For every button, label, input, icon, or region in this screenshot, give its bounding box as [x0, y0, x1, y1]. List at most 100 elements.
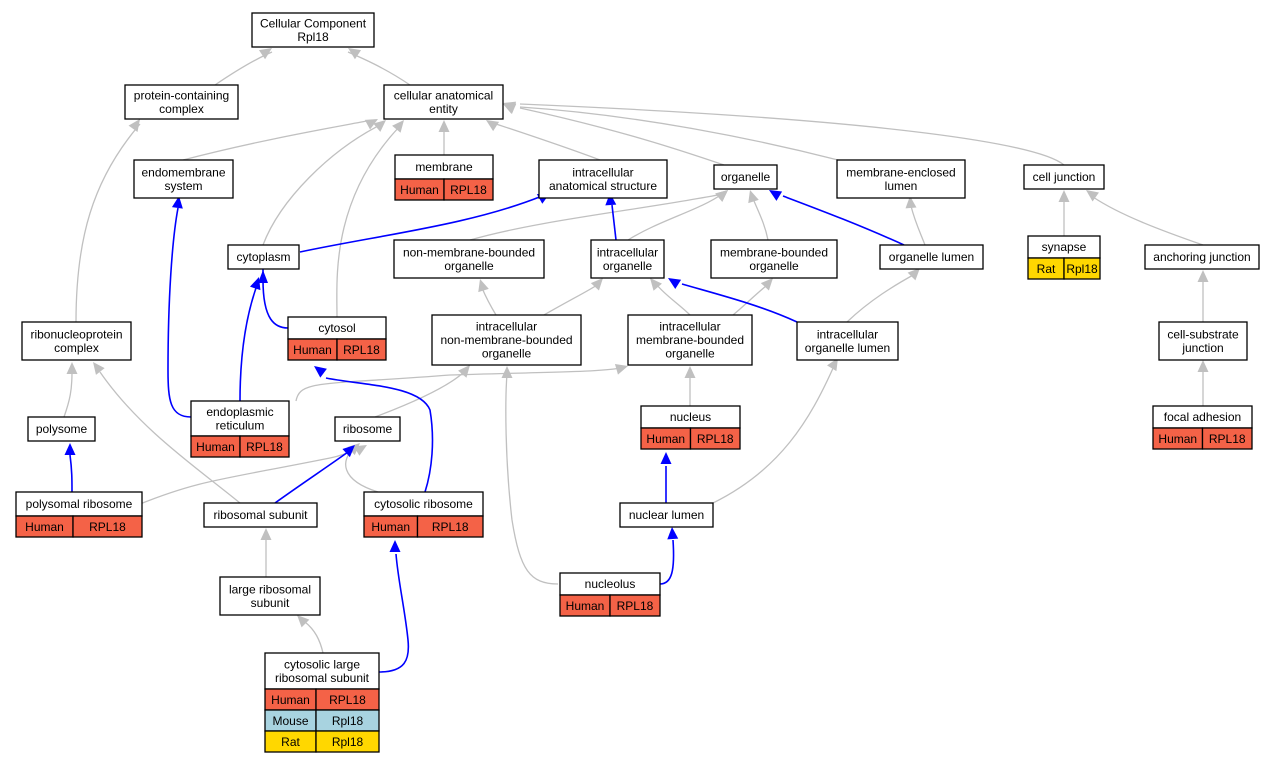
edge-is-a-5: [486, 120, 601, 161]
edge-part-of-44: [314, 366, 434, 493]
node-ribosomal-subunit[interactable]: ribosomal subunit: [203, 502, 318, 528]
node-box: [219, 576, 321, 616]
node-label: endoplasmic: [206, 405, 273, 419]
node-cytoplasm[interactable]: cytoplasm: [227, 244, 300, 270]
node-intracellular-non-membrane-bounded-organelle[interactable]: intracellularnon-membrane-boundedorganel…: [431, 314, 582, 366]
node-ribosome[interactable]: ribosome: [334, 416, 401, 442]
edge-is-a-13: [748, 190, 769, 241]
edge-is-a-21: [650, 278, 691, 316]
arrowhead: [748, 190, 759, 204]
node-label: nucleolus: [585, 577, 636, 591]
edge-line: [262, 269, 289, 329]
edge-part-of-39: [239, 277, 261, 402]
node-anchoring-junction[interactable]: anchoring junction: [1144, 244, 1260, 270]
gene-cell: [239, 435, 290, 458]
species-label: Human: [371, 520, 410, 534]
arrowhead: [64, 443, 76, 455]
edge-line: [782, 195, 905, 246]
node-label: complex: [54, 341, 99, 355]
edge-line: [63, 371, 73, 418]
edge-line: [374, 371, 465, 418]
node-label: membrane-bounded: [636, 333, 744, 347]
arrowhead: [260, 528, 272, 540]
node-label: ribosome: [343, 422, 393, 436]
arrowhead: [590, 278, 603, 291]
arrowhead: [66, 362, 78, 374]
edge-is-a-17: [63, 362, 78, 418]
node-label: ribosomal subunit: [275, 671, 370, 685]
node-organelle[interactable]: organelle: [713, 164, 778, 190]
node-label: junction: [1181, 341, 1223, 355]
edge-line: [505, 373, 559, 585]
node-label: system: [164, 179, 202, 193]
arrowhead: [760, 278, 773, 291]
gene-label: RPL18: [246, 440, 283, 454]
edge-is-a-16: [905, 196, 926, 246]
node-cell-junction[interactable]: cell junction: [1023, 164, 1105, 190]
edge-line: [274, 451, 349, 504]
node-label: organelle: [603, 259, 653, 273]
node-label: organelle: [721, 170, 771, 184]
edge-is-a-8: [503, 101, 1065, 166]
edge-is-a-18: [93, 362, 241, 504]
node-box: [1023, 164, 1105, 190]
arrowhead: [1086, 190, 1099, 202]
edge-is-a-23: [846, 268, 920, 323]
node-label: intracellular: [817, 327, 878, 341]
node-box: [203, 502, 318, 528]
node-label: cytosol: [318, 321, 355, 335]
gene-cell: [72, 515, 143, 538]
node-nuclear-lumen[interactable]: nuclear lumen: [619, 502, 714, 528]
edge-line: [519, 107, 725, 166]
edge-part-of-40: [167, 196, 192, 418]
edge-line: [378, 553, 410, 673]
node-organelle-lumen[interactable]: organelle lumen: [879, 244, 984, 270]
node-label: anchoring junction: [1153, 250, 1250, 264]
edge-line: [262, 123, 383, 246]
node-label: organelle: [444, 259, 494, 273]
node-polysome[interactable]: polysome: [27, 416, 96, 442]
gene-label: RPL18: [89, 520, 126, 534]
arrowhead: [249, 277, 261, 291]
node-box: [1144, 244, 1260, 270]
species-label: Rat: [281, 735, 300, 749]
species-label: Human: [293, 343, 332, 357]
node-label: Rpl18: [297, 30, 329, 44]
edge-is-a-31: [501, 366, 559, 585]
edge-is-a-2: [75, 119, 141, 323]
edge-is-a-9: [262, 120, 386, 246]
edge-is-a-10: [336, 120, 404, 318]
arrowhead: [486, 120, 500, 132]
node-box: [21, 321, 132, 361]
edge-is-a-27: [374, 365, 470, 418]
edge-part-of-38: [258, 269, 289, 329]
node-label: cytoplasm: [236, 250, 290, 264]
node-box: [431, 314, 582, 366]
node-box: [619, 502, 714, 528]
